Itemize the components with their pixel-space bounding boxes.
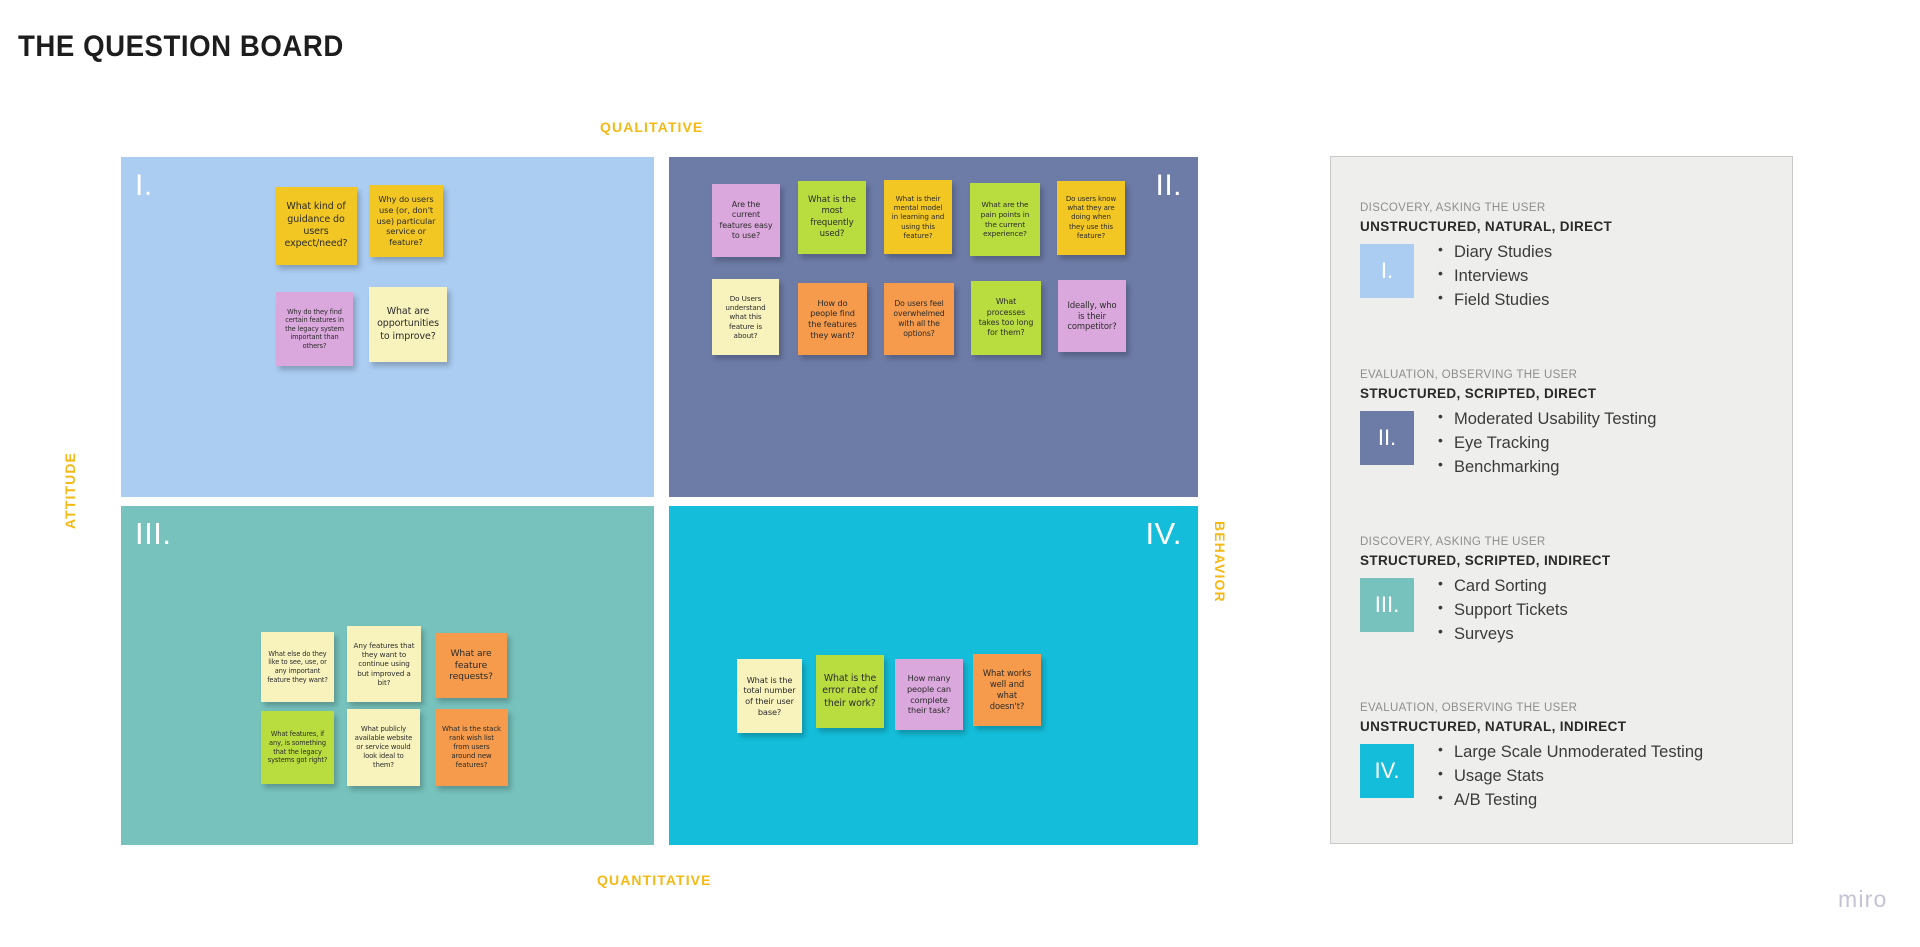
sticky-note[interactable]: What publicly available website or servi… [347, 709, 420, 786]
axis-label-quantitative: QUANTITATIVE [597, 872, 712, 888]
legend-block-3: DISCOVERY, ASKING THE USER STRUCTURED, S… [1360, 536, 1780, 648]
legend-item: A/B Testing [1438, 789, 1703, 810]
sticky-note[interactable]: What works well and what doesn't? [973, 654, 1041, 726]
axis-label-attitude: ATTITUDE [62, 452, 78, 529]
legend-item: Interviews [1438, 265, 1552, 286]
sticky-note[interactable]: Do users feel overwhelmed with all the o… [884, 283, 954, 355]
quadrant-1-numeral: I. [135, 169, 153, 202]
sticky-note[interactable]: What are feature requests? [435, 633, 507, 698]
legend-item: Support Tickets [1438, 599, 1568, 620]
sticky-note[interactable]: What features, if any, is something that… [261, 711, 334, 784]
quadrant-matrix: I. What kind of guidance do users expect… [121, 157, 1198, 845]
quadrant-2[interactable]: II. Are the current features easy to use… [669, 157, 1198, 497]
sticky-note[interactable]: What is the most frequently used? [798, 181, 866, 254]
sticky-note[interactable]: What is the stack rank wish list from us… [435, 709, 508, 786]
legend-item: Card Sorting [1438, 575, 1568, 596]
legend-item: Usage Stats [1438, 765, 1703, 786]
quadrant-4[interactable]: IV. What is the total number of their us… [669, 506, 1198, 845]
quadrant-3[interactable]: III. What else do they like to see, use,… [121, 506, 654, 845]
legend-item: Diary Studies [1438, 241, 1552, 262]
legend-kicker: EVALUATION, OBSERVING THE USER [1360, 702, 1578, 714]
legend-panel: DISCOVERY, ASKING THE USER UNSTRUCTURED,… [1330, 156, 1793, 844]
sticky-note[interactable]: What are opportunities to improve? [369, 287, 447, 362]
quadrant-1[interactable]: I. What kind of guidance do users expect… [121, 157, 654, 497]
sticky-note[interactable]: How many people can complete their task? [895, 659, 963, 730]
legend-kicker: DISCOVERY, ASKING THE USER [1360, 202, 1546, 214]
legend-item: Eye Tracking [1438, 432, 1656, 453]
legend-item: Large Scale Unmoderated Testing [1438, 741, 1703, 762]
quadrant-4-numeral: IV. [1145, 516, 1182, 551]
legend-item: Moderated Usability Testing [1438, 408, 1656, 429]
sticky-note[interactable]: How do people find the features they wan… [798, 283, 867, 355]
sticky-note[interactable]: What processes takes too long for them? [971, 281, 1041, 355]
legend-block-4: EVALUATION, OBSERVING THE USER UNSTRUCTU… [1360, 702, 1780, 814]
legend-item: Benchmarking [1438, 456, 1656, 477]
sticky-note[interactable]: What is the total number of their user b… [737, 659, 802, 733]
legend-heading: UNSTRUCTURED, NATURAL, DIRECT [1360, 219, 1613, 234]
axis-label-qualitative: QUALITATIVE [600, 119, 704, 135]
legend-swatch-3: III. [1360, 578, 1414, 632]
sticky-note[interactable]: What else do they like to see, use, or a… [261, 632, 334, 702]
legend-kicker: DISCOVERY, ASKING THE USER [1360, 536, 1546, 548]
legend-kicker: EVALUATION, OBSERVING THE USER [1360, 369, 1578, 381]
legend-heading: UNSTRUCTURED, NATURAL, INDIRECT [1360, 719, 1627, 734]
legend-swatch-2: II. [1360, 411, 1414, 465]
miro-watermark: miro [1838, 886, 1888, 912]
sticky-note[interactable]: What kind of guidance do users expect/ne… [275, 187, 357, 265]
legend-list-4: Large Scale Unmoderated Testing Usage St… [1438, 741, 1703, 814]
sticky-note[interactable]: Any features that they want to continue … [347, 626, 421, 702]
sticky-note[interactable]: Why do users use (or, don't use) particu… [369, 185, 443, 257]
sticky-note[interactable]: Ideally, who is their competitor? [1058, 280, 1126, 352]
legend-list-3: Card Sorting Support Tickets Surveys [1438, 575, 1568, 648]
sticky-note[interactable]: What are the pain points in the current … [970, 183, 1040, 256]
axis-label-behavior: BEHAVIOR [1212, 521, 1228, 603]
legend-block-1: DISCOVERY, ASKING THE USER UNSTRUCTURED,… [1360, 202, 1780, 314]
legend-item: Field Studies [1438, 289, 1552, 310]
sticky-note[interactable]: What is their mental model in learning a… [884, 180, 952, 254]
sticky-note[interactable]: What is the error rate of their work? [816, 655, 884, 728]
sticky-note[interactable]: Why do they find certain features in the… [276, 292, 353, 366]
legend-swatch-4: IV. [1360, 744, 1414, 798]
quadrant-2-numeral: II. [1155, 169, 1182, 202]
sticky-note[interactable]: Do Users understand what this feature is… [712, 279, 779, 355]
sticky-note[interactable]: Are the current features easy to use? [712, 184, 780, 257]
legend-swatch-1: I. [1360, 244, 1414, 298]
quadrant-3-numeral: III. [135, 516, 172, 551]
page-title: THE QUESTION BOARD [18, 30, 344, 63]
legend-block-2: EVALUATION, OBSERVING THE USER STRUCTURE… [1360, 369, 1780, 481]
legend-list-2: Moderated Usability Testing Eye Tracking… [1438, 408, 1656, 481]
sticky-note[interactable]: Do users know what they are doing when t… [1057, 181, 1125, 255]
legend-list-1: Diary Studies Interviews Field Studies [1438, 241, 1552, 314]
legend-heading: STRUCTURED, SCRIPTED, INDIRECT [1360, 553, 1611, 568]
legend-item: Surveys [1438, 623, 1568, 644]
legend-heading: STRUCTURED, SCRIPTED, DIRECT [1360, 386, 1597, 401]
